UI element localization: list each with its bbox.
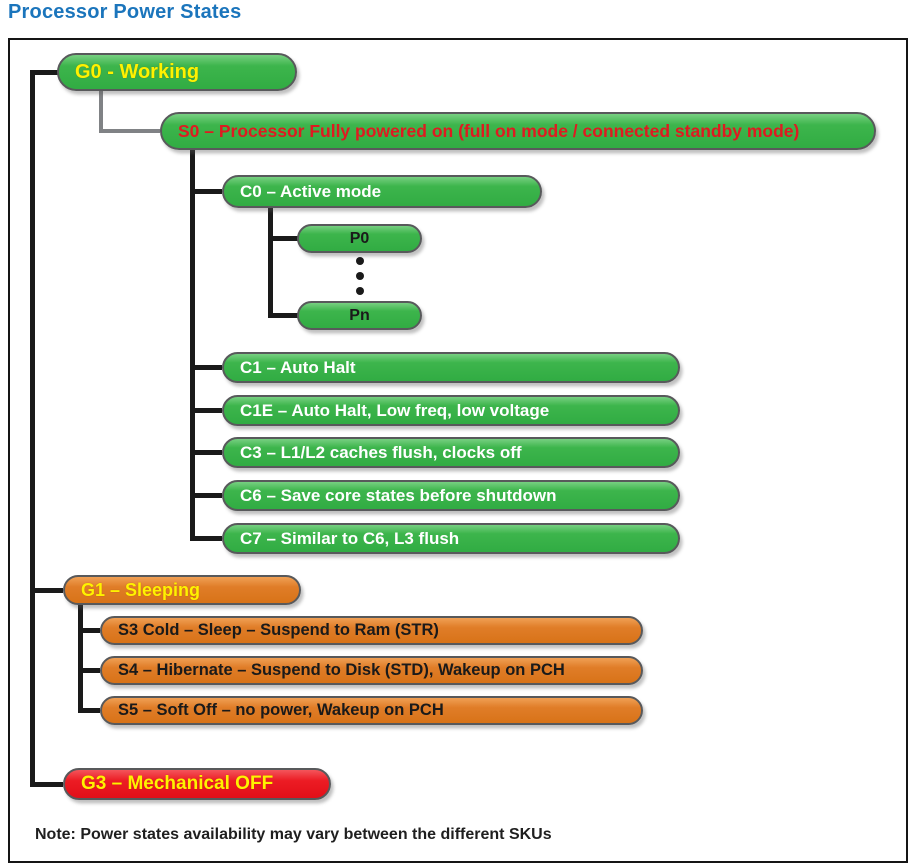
connector-stub-c7 xyxy=(190,536,222,541)
node-c3-cache-flush: C3 – L1/L2 caches flush, clocks off xyxy=(222,437,680,468)
connector-stub-c6 xyxy=(190,493,222,498)
connector-stub-g1 xyxy=(30,588,63,593)
connector-stub-s4 xyxy=(78,668,100,673)
connector-s0-trunk xyxy=(190,150,195,540)
connector-stub-c0 xyxy=(190,189,222,194)
ellipsis-dots xyxy=(356,257,364,295)
dot-icon xyxy=(356,257,364,265)
connector-stub-pn xyxy=(268,313,298,318)
node-c7-l3-flush: C7 – Similar to C6, L3 flush xyxy=(222,523,680,554)
connector-stub-s3 xyxy=(78,628,100,633)
node-g3-mechanical-off: G3 – Mechanical OFF xyxy=(63,768,331,800)
dot-icon xyxy=(356,272,364,280)
node-s5-soft-off: S5 – Soft Off – no power, Wakeup on PCH xyxy=(100,696,643,725)
connector-stub-s5 xyxy=(78,708,100,713)
node-g1-sleeping: G1 – Sleeping xyxy=(63,575,301,605)
connector-stub-c1 xyxy=(190,365,222,370)
node-g0-working: G0 - Working xyxy=(57,53,297,91)
node-p0: P0 xyxy=(297,224,422,253)
note-text: Note: Power states availability may vary… xyxy=(35,826,552,843)
node-c0-active-mode: C0 – Active mode xyxy=(222,175,542,208)
connector-stub-g0 xyxy=(30,70,58,75)
node-c6-save-core: C6 – Save core states before shutdown xyxy=(222,480,680,511)
node-s0-fully-powered: S0 – Processor Fully powered on (full on… xyxy=(160,112,876,150)
connector-g0-s0-vertical xyxy=(99,91,103,133)
connector-stub-p0 xyxy=(268,236,298,241)
page-title: Processor Power States xyxy=(8,1,242,23)
node-c1-auto-halt: C1 – Auto Halt xyxy=(222,352,680,383)
connector-stub-c1e xyxy=(190,408,222,413)
node-s3-cold-sleep: S3 Cold – Sleep – Suspend to Ram (STR) xyxy=(100,616,643,645)
node-pn: Pn xyxy=(297,301,422,330)
connector-g0-s0-horizontal xyxy=(99,129,160,133)
node-s4-hibernate: S4 – Hibernate – Suspend to Disk (STD), … xyxy=(100,656,643,685)
connector-stub-c3 xyxy=(190,450,222,455)
dot-icon xyxy=(356,287,364,295)
connector-c0-trunk xyxy=(268,208,273,318)
connector-main-trunk xyxy=(30,70,35,786)
node-c1e-low-voltage: C1E – Auto Halt, Low freq, low voltage xyxy=(222,395,680,426)
connector-g1-trunk xyxy=(78,605,83,712)
connector-stub-g3 xyxy=(30,782,63,787)
